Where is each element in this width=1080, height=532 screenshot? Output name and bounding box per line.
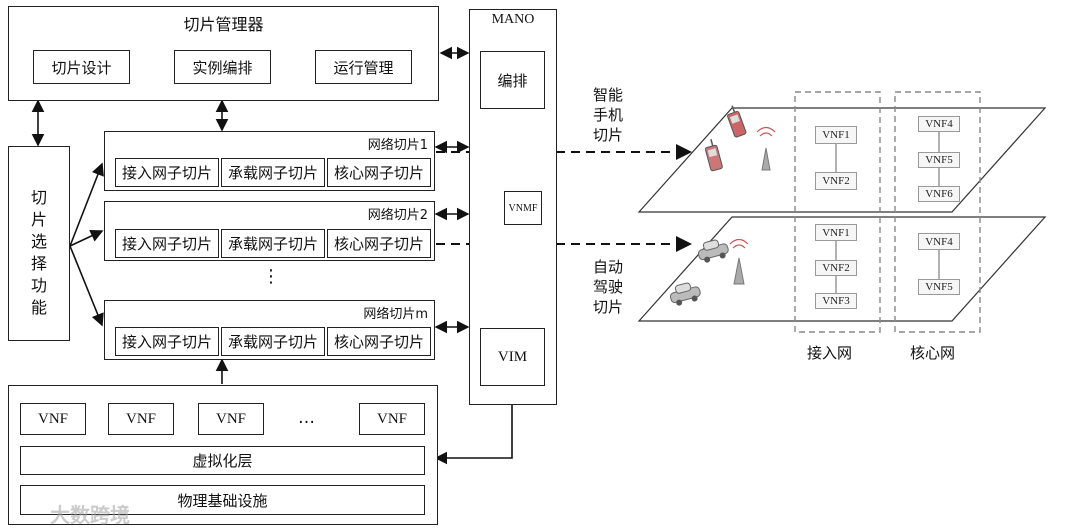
car-icon bbox=[697, 239, 729, 263]
arrow-select-slice1 bbox=[69, 162, 104, 247]
car-icon bbox=[669, 282, 701, 306]
vnf-node: VNF5 bbox=[918, 152, 960, 168]
mano-title: MANO bbox=[491, 12, 535, 27]
vnf-ellipsis: … bbox=[298, 408, 315, 428]
vnf-box: VNF bbox=[108, 403, 174, 435]
vnfm-box: VNMF bbox=[504, 191, 542, 225]
instance-orchestration-box: 实例编排 bbox=[174, 50, 271, 84]
vnf-box: VNF bbox=[20, 403, 86, 435]
core-net-frame bbox=[894, 91, 981, 333]
smartphone-icon bbox=[704, 138, 723, 172]
core-subslice: 核心网子切片 bbox=[327, 229, 431, 258]
vnf-node: VNF3 bbox=[815, 293, 857, 309]
core-subslice: 核心网子切片 bbox=[327, 327, 431, 356]
physical-infrastructure: 物理基础设施 bbox=[20, 485, 425, 515]
bearer-subslice: 承载网子切片 bbox=[221, 158, 325, 187]
network-slice-m-title: 网络切片m bbox=[363, 307, 428, 322]
vim-box: VIM bbox=[480, 328, 545, 386]
vnf-box: VNF bbox=[359, 403, 425, 435]
vnf-node: VNF4 bbox=[918, 116, 960, 132]
vnf-box: VNF bbox=[198, 403, 264, 435]
core-subslice: 核心网子切片 bbox=[327, 158, 431, 187]
access-network-label: 接入网 bbox=[807, 344, 853, 362]
arrow-select-slicem bbox=[69, 245, 104, 327]
arrow-vim-virtual bbox=[434, 386, 519, 465]
base-station-icon bbox=[756, 126, 776, 171]
arrow-select-slice2 bbox=[69, 229, 104, 247]
slice-select-label: 切片选择功能 bbox=[30, 188, 47, 317]
bearer-subslice: 承载网子切片 bbox=[221, 327, 325, 356]
bearer-subslice: 承载网子切片 bbox=[221, 229, 325, 258]
core-network-label: 核心网 bbox=[910, 344, 956, 362]
access-net-frame bbox=[794, 91, 881, 333]
base-station-icon bbox=[729, 238, 749, 285]
orchestration-box: 编排 bbox=[480, 51, 545, 109]
runtime-management-box: 运行管理 bbox=[315, 50, 412, 84]
slice-manager-title: 切片管理器 bbox=[183, 15, 264, 34]
vnf-node: VNF1 bbox=[815, 224, 857, 241]
slice-ellipsis: ⋮ bbox=[262, 266, 280, 287]
access-subslice: 接入网子切片 bbox=[115, 327, 219, 356]
smartphone-icon bbox=[727, 105, 747, 138]
network-slice-1-title: 网络切片1 bbox=[367, 138, 428, 153]
network-slice-2-title: 网络切片2 bbox=[367, 208, 428, 223]
vnf-node: VNF5 bbox=[918, 279, 960, 295]
access-subslice: 接入网子切片 bbox=[115, 158, 219, 187]
virtualization-layer: 虚拟化层 bbox=[20, 446, 425, 475]
access-subslice: 接入网子切片 bbox=[115, 229, 219, 258]
slice-select-box: 切片选择功能 bbox=[8, 146, 70, 341]
smartphone-slice-label: 智能 手机 切片 bbox=[592, 86, 623, 144]
vnf-node: VNF1 bbox=[815, 126, 857, 144]
watermark: 大数跨境 bbox=[50, 503, 130, 527]
vnf-node: VNF4 bbox=[918, 233, 960, 250]
autodrive-slice-label: 自动 驾驶 切片 bbox=[592, 258, 623, 316]
slice-design-box: 切片设计 bbox=[33, 50, 130, 84]
vnf-node: VNF6 bbox=[918, 186, 960, 202]
plane-smartphone bbox=[637, 107, 1047, 213]
vnf-node: VNF2 bbox=[815, 172, 857, 190]
vnf-node: VNF2 bbox=[815, 260, 857, 276]
